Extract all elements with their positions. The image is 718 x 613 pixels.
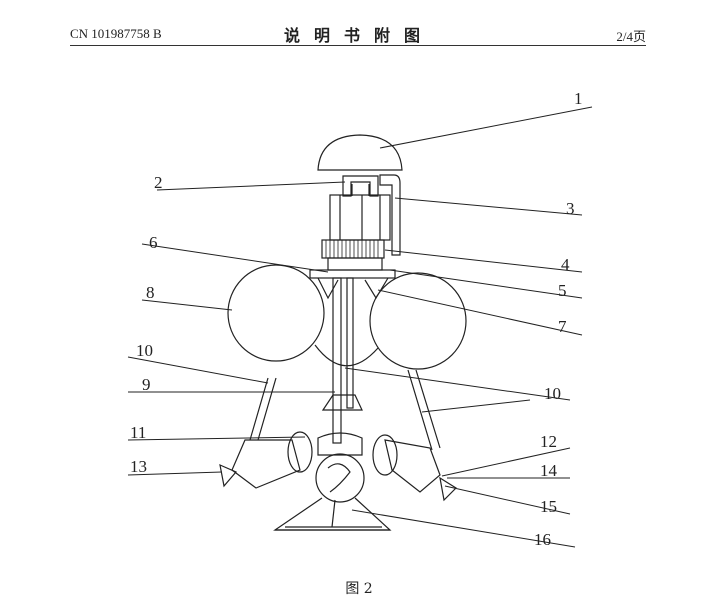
callout-4: 4 [561,255,570,274]
propeller-left [219,463,237,488]
top-coupling [342,175,379,197]
patent-number: CN 101987758 B [70,26,162,41]
callout-12: 12 [540,432,557,451]
callout-5: 5 [558,281,567,300]
callout-13: 13 [130,457,147,476]
callout-7: 7 [558,317,567,336]
gear-teeth [325,240,379,258]
callout-16: 16 [534,530,551,549]
page-title: 说明书附图 [283,26,434,45]
callout-10-left: 10 [136,341,153,360]
right-nozzle-body [384,439,441,493]
header-rule [70,45,646,46]
callout-14: 14 [540,461,558,480]
callout-15: 15 [540,497,557,516]
callout-10-right: 10 [544,384,561,403]
float-right [369,272,467,370]
right-bracket [364,277,389,300]
dome-cap [317,134,403,171]
callout-11: 11 [130,423,146,442]
side-arm [379,174,401,256]
callout-3: 3 [566,199,575,218]
center-propeller [315,453,365,503]
float-left [227,264,325,362]
motor-housing [329,194,391,241]
callout-6: 6 [149,233,158,252]
leader-lines [127,106,593,548]
float-center [314,344,379,367]
strut-right [407,369,441,451]
drive-shaft [332,277,342,444]
left-nozzle-body [231,439,301,489]
callout-8: 8 [146,283,155,302]
callout-2: 2 [154,173,163,192]
gear-ring [321,239,385,259]
page-number: 2/4页 [616,29,646,44]
figure-caption: 图 2 [345,581,373,597]
propeller-right [439,476,457,502]
callout-1: 1 [574,89,583,108]
callout-9: 9 [142,375,151,394]
left-bracket [317,277,339,300]
strut-left [249,377,277,441]
